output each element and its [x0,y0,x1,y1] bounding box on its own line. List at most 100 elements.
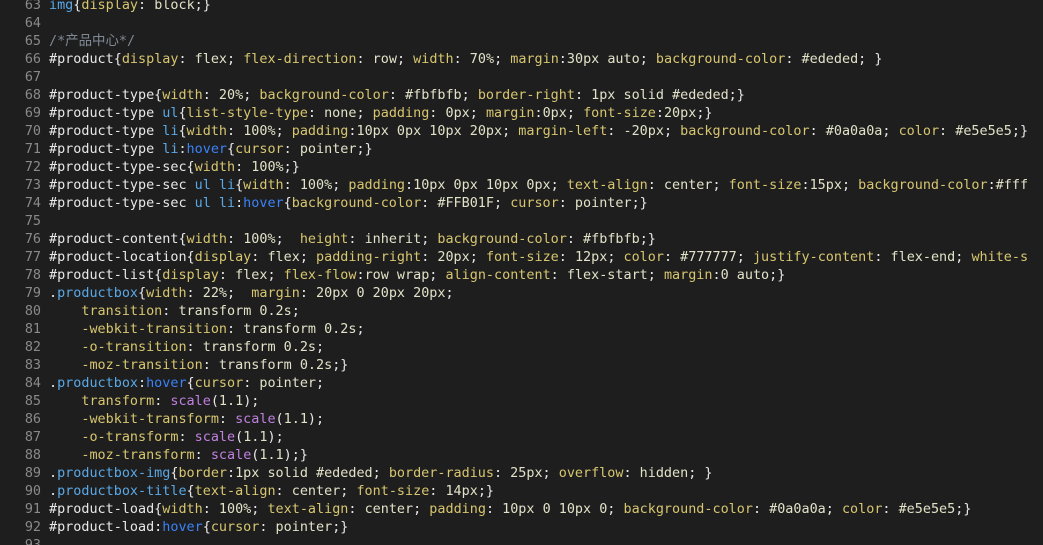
code-token [49,304,81,319]
line-text[interactable]: #product-type-sec ul li{width: 100%; pad… [41,177,1043,195]
code-token: : [550,268,567,283]
code-token: 0 auto [720,268,770,283]
code-token: padding-right [316,250,422,265]
code-token: : [785,52,802,67]
code-token: ); [243,394,260,409]
code-line[interactable]: 77#product-location{display: flex; paddi… [0,249,1043,267]
code-token: ;} [332,358,349,373]
line-text[interactable]: -webkit-transition: transform 0.2s; [41,321,1043,339]
line-text[interactable]: /*产品中心*/ [41,33,1043,51]
code-line[interactable]: 87 -o-transform: scale(1.1); [0,429,1043,447]
code-line[interactable]: 68#product-type{width: 20%; background-c… [0,87,1043,105]
line-text[interactable]: .productbox-img{border:1px solid #ededed… [41,465,1043,483]
code-line[interactable]: 81 -webkit-transition: transform 0.2s; [0,321,1043,339]
code-token: background-color [858,178,988,193]
code-token: ( [251,448,260,463]
code-token: { [178,232,187,247]
code-line[interactable]: 84.productbox:hover{cursor: pointer; [0,375,1043,393]
code-line[interactable]: 75 [0,213,1043,231]
line-text[interactable]: img{display: block;} [41,0,1043,15]
code-token: font-size [583,106,656,121]
line-text[interactable]: -o-transform: scale(1.1); [41,429,1043,447]
code-line[interactable]: 66#product{display: flex; flex-direction… [0,51,1043,69]
code-line[interactable]: 72#product-type-sec{width: 100%;} [0,159,1043,177]
code-token: background-color [291,196,422,211]
code-token: 14px [445,484,478,499]
code-token: : [275,484,292,499]
code-token [49,430,81,445]
line-text[interactable]: -moz-transform: scale(1.1);} [41,447,1043,465]
code-token: : [356,52,373,67]
code-line[interactable]: 80 transition: transform 0.2s; [0,303,1043,321]
code-token: inherit [364,232,422,247]
code-line[interactable]: 89.productbox-img{border:1px solid #eded… [0,465,1043,483]
code-token: { [283,196,292,211]
code-line[interactable]: 82 -o-transition: transform 0.2s; [0,339,1043,357]
code-line[interactable]: 88 -moz-transform: scale(1.1);} [0,447,1043,465]
line-number: 93 [0,537,41,545]
line-text[interactable]: #product-type-sec ul li:hover{background… [41,195,1043,213]
line-text[interactable]: transition: transform 0.2s; [41,303,1043,321]
code-line[interactable]: 71#product-type li:hover{cursor: pointer… [0,141,1043,159]
code-line[interactable]: 74#product-type-sec ul li:hover{backgrou… [0,195,1043,213]
code-token: -20px [623,124,664,139]
line-text[interactable]: #product-type ul{list-style-type: none; … [41,105,1043,123]
line-text[interactable]: #product-list{display: flex; flex-flow:r… [41,267,1043,285]
code-token: ; [550,178,567,193]
line-text[interactable]: #product-location{display: flex; padding… [41,249,1043,267]
code-token: ul li [194,196,236,211]
code-token: ; [494,52,511,67]
code-line[interactable]: 64 [0,15,1043,33]
line-text[interactable]: -webkit-transform: scale(1.1); [41,411,1043,429]
code-line[interactable]: 93 [0,537,1043,545]
line-text[interactable]: .productbox-title{text-align: center; fo… [41,483,1043,501]
line-text[interactable]: #product-type li:hover{cursor: pointer;} [41,141,1043,159]
line-text[interactable]: .productbox{width: 22%; margin: 20px 0 2… [41,285,1043,303]
code-token: ;} [283,160,300,175]
code-line[interactable]: 79.productbox{width: 22%; margin: 20px 0… [0,285,1043,303]
line-text[interactable]: #product{display: flex; flex-direction: … [41,51,1043,69]
code-line[interactable]: 65/*产品中心*/ [0,33,1043,51]
code-line[interactable]: 78#product-list{display: flex; flex-flow… [0,267,1043,285]
code-line[interactable]: 73#product-type-sec ul li{width: 100%; p… [0,177,1043,195]
code-token: : [186,286,203,301]
code-line[interactable]: 76#product-content{width: 100%; height: … [0,231,1043,249]
code-token: : [348,232,365,247]
code-token: : [453,52,470,67]
code-line[interactable]: 86 -webkit-transform: scale(1.1); [0,411,1043,429]
code-line[interactable]: 90.productbox-title{text-align: center; … [0,483,1043,501]
line-number: 73 [24,178,41,193]
line-text[interactable]: #product-load{width: 100%; text-align: c… [41,501,1043,519]
line-text[interactable]: .productbox:hover{cursor: pointer; [41,375,1043,393]
code-token: 10px 0px 10px 0px [413,178,551,193]
code-token: ; [275,232,300,247]
line-text[interactable]: #product-load:hover{cursor: pointer;} [41,519,1043,537]
code-token: ; [445,286,454,301]
code-token: { [73,0,82,13]
code-token: scale [170,394,211,409]
code-line[interactable]: 69#product-type ul{list-style-type: none… [0,105,1043,123]
line-text[interactable]: -o-transition: transform 0.2s; [41,339,1043,357]
code-token: margin [663,268,713,283]
line-text[interactable]: -moz-transition: transform 0.2s;} [41,357,1043,375]
line-text[interactable]: #product-type li{width: 100%; padding:10… [41,123,1043,141]
code-token: hover [146,376,187,391]
code-line[interactable]: 91#product-load{width: 100%; text-align:… [0,501,1043,519]
code-line[interactable]: 92#product-load:hover{cursor: pointer;} [0,519,1043,537]
code-token: pointer [259,376,317,391]
line-text[interactable]: #product-content{width: 100%; height: in… [41,231,1043,249]
code-token: #product-content [49,232,179,247]
line-text[interactable]: transform: scale(1.1); [41,393,1043,411]
code-token: 1px solid #ededed [235,466,373,481]
code-token: #0a0a0a [769,502,826,517]
code-token: . [49,376,58,391]
code-line[interactable]: 85 transform: scale(1.1); [0,393,1043,411]
line-text[interactable]: #product-type{width: 20%; background-col… [41,87,1043,105]
code-line[interactable]: 70#product-type li{width: 100%; padding:… [0,123,1043,141]
line-text[interactable]: #product-type-sec{width: 100%;} [41,159,1043,177]
code-line[interactable]: 83 -moz-transition: transform 0.2s;} [0,357,1043,375]
code-line[interactable]: 67 [0,69,1043,87]
